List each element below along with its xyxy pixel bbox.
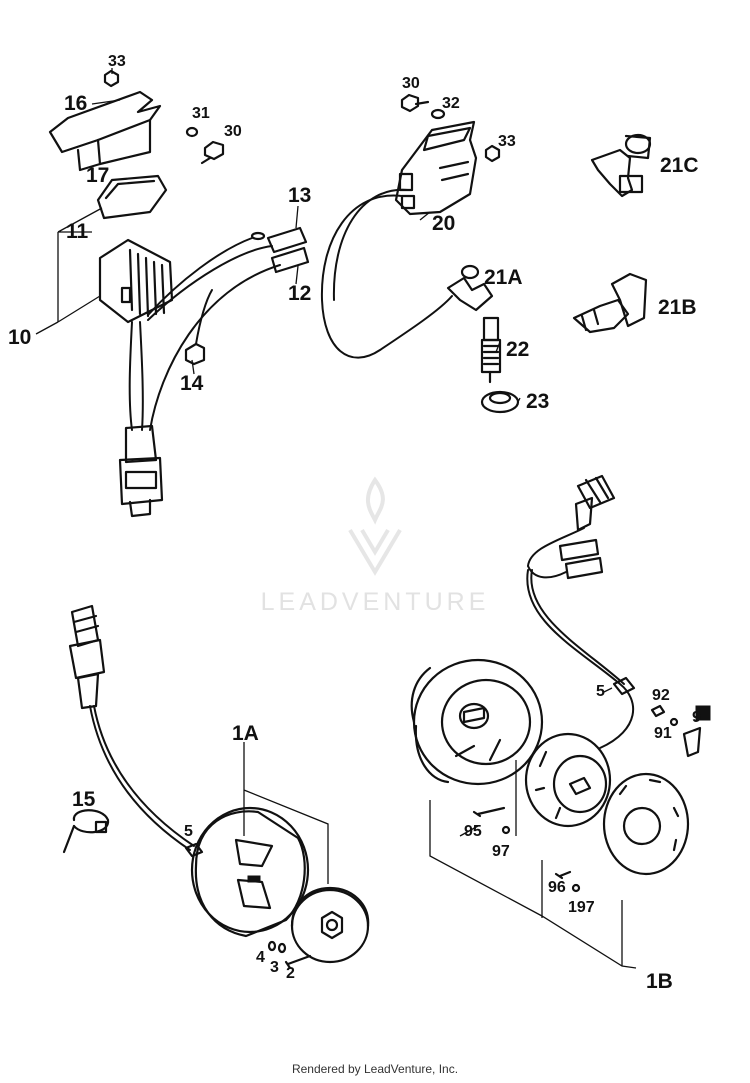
callout-9: 9 <box>692 709 701 726</box>
callout-15: 15 <box>72 788 96 811</box>
callout-30-left: 30 <box>224 123 242 140</box>
callout-23: 23 <box>526 390 549 413</box>
part-23-plug-gasket <box>480 390 520 414</box>
part-30-bolt-left <box>200 140 225 165</box>
callout-21a: 21A <box>484 266 523 289</box>
callout-16: 16 <box>64 92 87 115</box>
callout-1b: 1B <box>646 970 673 993</box>
leader-lines <box>35 68 613 837</box>
callout-17: 17 <box>86 164 109 187</box>
callout-97: 97 <box>492 843 510 860</box>
callout-33-right: 33 <box>498 133 516 150</box>
assembly-bracket-1a <box>243 742 329 884</box>
callout-91: 91 <box>654 725 672 742</box>
ignition-lead <box>320 188 453 359</box>
part-1b-stator <box>524 732 612 828</box>
part-1a-stator <box>184 806 310 938</box>
callout-labels: 33 16 17 31 30 11 10 13 12 14 30 32 33 2… <box>8 53 701 993</box>
callout-12: 12 <box>288 282 311 305</box>
part-21c-spark-cap <box>590 133 652 198</box>
part-1a-rotor <box>290 886 370 964</box>
callout-10: 10 <box>8 326 31 349</box>
part-14-plug <box>184 289 213 366</box>
watermark-text: LEADVENTURE <box>260 588 490 616</box>
part-10-regulator <box>98 238 174 324</box>
part-13-connector <box>250 226 308 254</box>
callout-21c: 21C <box>660 154 699 177</box>
callout-5-right: 5 <box>596 683 605 700</box>
small-hardware-91-92-9 <box>650 704 711 758</box>
part-21b-spark-cap <box>572 272 648 334</box>
part-33-nut-right <box>484 144 501 163</box>
left-connector-harness <box>68 604 195 851</box>
part-21a-spark-cap <box>446 264 494 312</box>
regulator-harness <box>118 237 281 518</box>
callout-2: 2 <box>286 965 295 982</box>
part-11-rubber-sleeve <box>96 174 168 220</box>
callout-3: 3 <box>270 959 279 976</box>
part-20-ignition-coil <box>394 120 478 216</box>
part-22-spark-plug <box>480 316 502 384</box>
callout-31: 31 <box>192 105 210 122</box>
callout-30-right: 30 <box>402 75 420 92</box>
callout-92: 92 <box>652 687 670 704</box>
callout-4: 4 <box>256 949 265 966</box>
assembly-bracket-1b <box>429 760 637 969</box>
part-31-washer <box>185 126 199 138</box>
part-30-bolt-right <box>400 93 430 113</box>
part-1b-backplate <box>602 772 690 876</box>
part-12-connector <box>270 246 310 274</box>
part-15-cable-tie <box>62 809 110 854</box>
callout-197: 197 <box>568 899 595 916</box>
callout-13: 13 <box>288 184 311 207</box>
footer-credit: Rendered by LeadVenture, Inc. <box>291 1062 459 1076</box>
right-connector-harness <box>526 474 636 749</box>
callout-32: 32 <box>442 95 460 112</box>
callout-33-top: 33 <box>108 53 126 70</box>
small-hardware-95-97-96-197 <box>472 806 581 893</box>
callout-11: 11 <box>66 220 89 243</box>
callout-22: 22 <box>506 338 529 361</box>
callout-1a: 1A <box>232 722 259 745</box>
callout-5-left: 5 <box>184 823 193 840</box>
callout-95: 95 <box>464 823 482 840</box>
callout-20: 20 <box>432 212 455 235</box>
watermark-logo-icon <box>348 476 402 576</box>
part-16-bracket <box>48 90 162 172</box>
part-32-washer <box>430 108 446 120</box>
part-1b-flywheel <box>410 658 544 786</box>
part-33-nut-top <box>103 69 120 88</box>
callout-96: 96 <box>548 879 566 896</box>
callout-14: 14 <box>180 372 204 395</box>
small-hardware-2-3-4 <box>267 940 312 970</box>
callout-21b: 21B <box>658 296 697 319</box>
